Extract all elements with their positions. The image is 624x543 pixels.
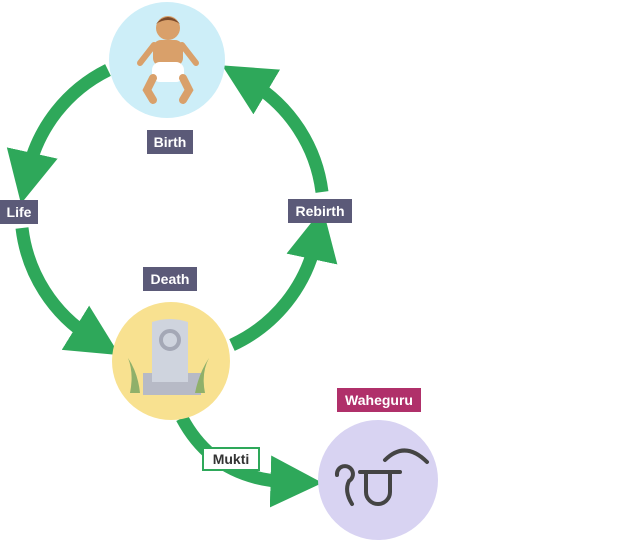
label-waheguru: Waheguru (337, 388, 421, 412)
label-death: Death (143, 267, 197, 291)
label-birth: Birth (147, 130, 193, 154)
gravestone-icon (128, 319, 209, 395)
death-circle (112, 302, 230, 420)
baby-icon (137, 16, 199, 104)
arrow-life-to-death (15, 227, 120, 356)
label-rebirth: Rebirth (288, 199, 352, 223)
arrow-death-to-rebirth (229, 208, 338, 351)
label-life: Life (0, 200, 38, 224)
birth-circle (109, 2, 225, 118)
arrow-rebirth-to-birth (222, 65, 329, 193)
arrow-birth-to-life (6, 64, 111, 204)
waheguru-circle (318, 420, 438, 540)
ik-onkar-symbol (334, 448, 429, 506)
label-mukti: Mukti (202, 447, 260, 471)
